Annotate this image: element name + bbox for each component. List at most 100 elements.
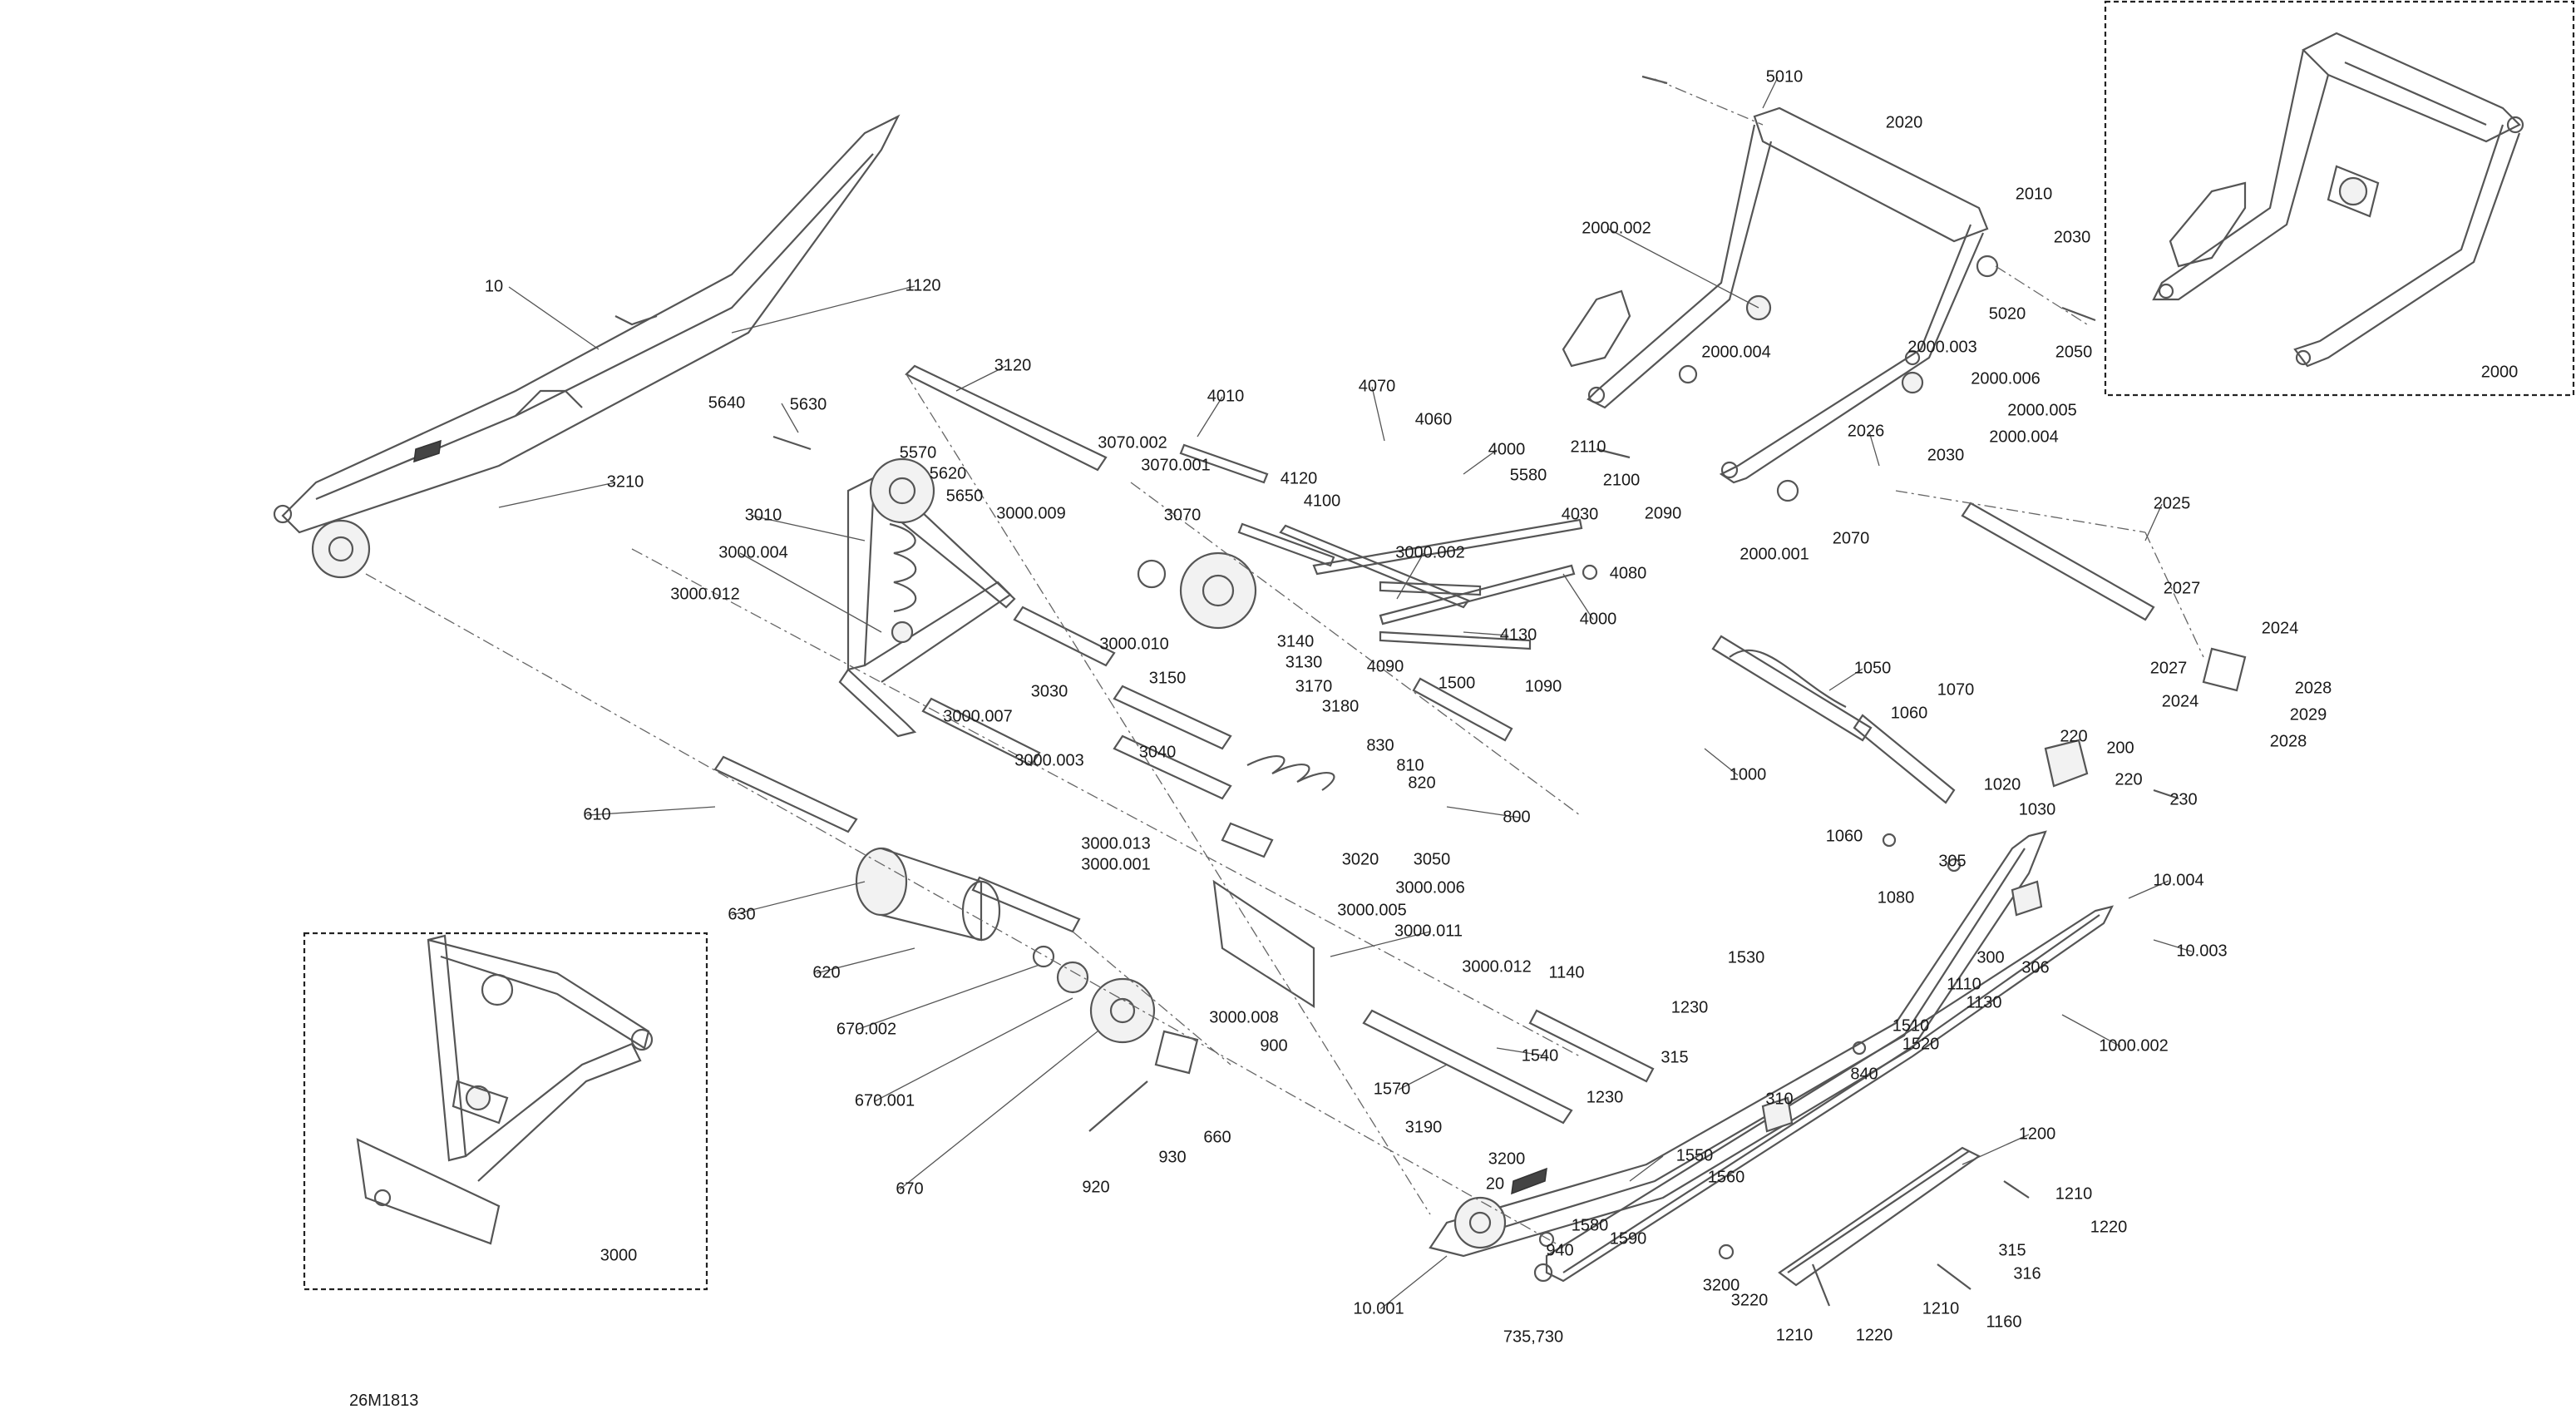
part-label: 3210 [607, 472, 644, 491]
part-label: 4060 [1415, 410, 1453, 428]
part-label: 3000.006 [1395, 878, 1464, 897]
part-label: 200 [2106, 739, 2134, 757]
part-label: 2020 [1886, 113, 1923, 131]
part-label: 800 [1503, 808, 1530, 826]
part-label: 3040 [1139, 743, 1177, 761]
part-label: 3070 [1164, 506, 1202, 524]
part-label: 3000.010 [1099, 635, 1168, 653]
part-label: 1130 [1966, 993, 2001, 1011]
part-label: 1210 [1922, 1299, 1960, 1318]
part-label: 1210 [2055, 1184, 2093, 1203]
part-label: 2029 [2290, 705, 2327, 724]
part-label: 2024 [2162, 692, 2199, 710]
part-label: 4120 [1281, 469, 1318, 487]
part-label: 3010 [745, 506, 782, 524]
part-label: 4100 [1304, 492, 1341, 510]
part-label: 660 [1203, 1128, 1231, 1146]
right-rail-10-001 [1429, 830, 2047, 1258]
part-label: 670.002 [836, 1020, 896, 1038]
part-label: 1120 [905, 276, 940, 294]
part-label: 5650 [946, 487, 984, 505]
part-label: 5570 [900, 443, 937, 462]
part-label: 315 [1998, 1241, 2026, 1259]
part-label: 1500 [1439, 674, 1476, 692]
part-label: 1540 [1522, 1046, 1559, 1065]
part-label: 2000 [2481, 363, 2519, 381]
part-label: 3000.001 [1081, 855, 1150, 873]
part-label: 1530 [1728, 948, 1765, 967]
part-label: 3120 [994, 356, 1032, 374]
part-label: 2028 [2295, 679, 2332, 697]
front-arm-3000 [838, 457, 1016, 738]
part-label: 1210 [1776, 1326, 1814, 1344]
part-label: 10.001 [1353, 1299, 1404, 1318]
part-label: 1220 [2090, 1218, 2128, 1236]
part-label: 220 [2115, 770, 2142, 789]
part-label: 2030 [1927, 446, 1965, 464]
part-label: 670.001 [855, 1091, 915, 1110]
part-label: 2027 [2164, 579, 2201, 597]
part-label: 1230 [1671, 998, 1709, 1016]
diagram-id: 26M1813 [349, 1392, 418, 1410]
part-label: 1000 [1730, 765, 1767, 784]
part-label: 3000 [600, 1246, 638, 1264]
part-label: 820 [1408, 774, 1435, 792]
part-label: 3130 [1286, 653, 1323, 671]
part-label: 310 [1765, 1090, 1793, 1108]
part-label: 316 [2013, 1264, 2041, 1283]
part-label: 4090 [1367, 657, 1404, 675]
part-label: 3150 [1149, 669, 1187, 687]
part-label: 2100 [1603, 471, 1641, 489]
leader-lines [498, 77, 2193, 1310]
part-label: 1160 [1986, 1313, 2021, 1331]
part-label: 2027 [2150, 659, 2188, 677]
part-label: 1140 [1548, 963, 1584, 981]
part-label: 4030 [1562, 505, 1599, 523]
part-label: 810 [1396, 756, 1424, 774]
part-label: 300 [1976, 948, 2004, 967]
part-label: 2030 [2054, 228, 2091, 246]
part-label: 3070.002 [1098, 433, 1167, 452]
shock-1000 [1711, 635, 2089, 1133]
part-label: 3000.012 [670, 585, 739, 603]
part-label: 1050 [1854, 659, 1892, 677]
part-label: 3200 [1488, 1149, 1526, 1168]
part-label: 735,730 [1503, 1327, 1563, 1346]
wheels [1032, 551, 1257, 1044]
inset-front-arm-drawing [356, 934, 654, 1245]
assembly-lines [365, 78, 2204, 1248]
part-label: 306 [2021, 958, 2049, 976]
part-label: 920 [1082, 1178, 1109, 1196]
part-label: 3070.001 [1141, 456, 1210, 474]
part-label: 2000.003 [1907, 338, 1976, 356]
part-label: 940 [1546, 1241, 1573, 1259]
part-label: 1220 [1856, 1326, 1893, 1344]
part-label: 1520 [1902, 1035, 1940, 1053]
part-label: 4010 [1207, 387, 1245, 405]
part-label: 2028 [2270, 732, 2307, 750]
part-label: 630 [728, 905, 755, 923]
part-label: 315 [1661, 1048, 1688, 1066]
part-label: 2000.006 [1971, 369, 2040, 388]
part-label: 5630 [790, 395, 827, 413]
part-label: 10.004 [2153, 871, 2203, 889]
part-label: 3000.008 [1209, 1008, 1278, 1026]
part-label: 10 [485, 277, 503, 295]
brackets [1154, 647, 2247, 1075]
part-label: 1550 [1676, 1146, 1714, 1164]
rear-arm-2000 [1562, 106, 1989, 484]
part-label: 2026 [1848, 422, 1885, 440]
part-label: 2000.005 [2007, 401, 2076, 419]
part-label: 2024 [2262, 619, 2299, 637]
inset-rear-arm-drawing [2152, 32, 2524, 368]
part-label: 2090 [1645, 504, 1682, 522]
part-label: 1580 [1572, 1216, 1609, 1234]
part-label: 1000.002 [2099, 1036, 2168, 1055]
part-label: 4130 [1500, 625, 1537, 644]
part-label: 20 [1486, 1174, 1504, 1193]
part-label: 4080 [1610, 564, 1647, 582]
part-label: 1020 [1984, 775, 2021, 794]
part-label: 3000.003 [1014, 751, 1083, 769]
